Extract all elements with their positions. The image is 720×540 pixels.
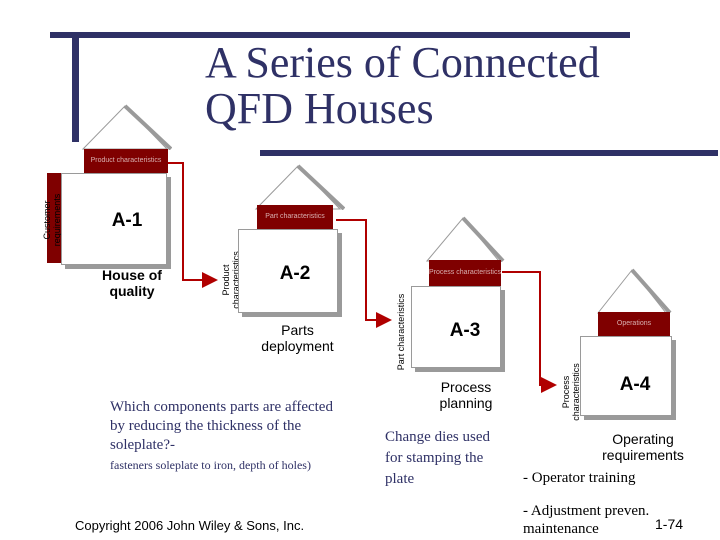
house-a3-caption: Process planning xyxy=(439,379,493,411)
house-a1-roof xyxy=(81,104,172,150)
slide-title-line2: QFD Houses xyxy=(205,84,434,133)
house-a4-body xyxy=(580,336,672,416)
house-a4-caption: Operating requirements xyxy=(602,431,684,463)
title-left-bar xyxy=(72,32,79,142)
house-a1-side-box xyxy=(47,173,61,263)
house-a4-roof xyxy=(596,268,672,314)
question-sub: fasteners soleplate to iron, depth of ho… xyxy=(110,458,311,472)
change-dies-note: Change dies used for stamping the plate xyxy=(385,429,490,487)
slide-title-line1: A Series of Connected xyxy=(205,38,600,87)
house-a1: Product characteristics Customer require… xyxy=(42,100,172,280)
question-main: Which components parts are affected by r… xyxy=(110,399,333,453)
house-a1-label: A-1 xyxy=(111,210,143,231)
arrow-a1-to-a2 xyxy=(168,162,218,288)
house-a1-top-box: Product characteristics xyxy=(84,149,168,173)
question-note: Which components parts are affected by r… xyxy=(110,398,340,473)
house-a2-roof xyxy=(254,164,345,210)
house-a4-top-box: Operations xyxy=(598,312,670,336)
operator-training-note: - Operator training xyxy=(523,470,636,486)
house-a3: Process characteristics Part characteris… xyxy=(395,210,520,380)
house-a3-roof xyxy=(425,216,505,262)
house-a1-caption: House of quality xyxy=(102,267,162,299)
house-a2-label: A-2 xyxy=(279,263,311,284)
page-number: 1-74 xyxy=(655,516,684,532)
house-a2-top-box: Part characteristics xyxy=(257,205,333,229)
title-top-bar xyxy=(50,32,630,38)
title-bottom-bar xyxy=(260,150,718,156)
house-a3-label: A-3 xyxy=(449,320,481,341)
arrow-a3-to-a4 xyxy=(502,271,557,393)
house-a2-caption: Parts deployment xyxy=(261,322,334,354)
house-a3-top-box: Process characteristics xyxy=(429,260,501,286)
slide-title: A Series of Connected QFD Houses xyxy=(205,40,705,132)
house-a2: Part characteristics Product characteris… xyxy=(220,160,345,330)
house-a1-side-label: Customer requirements xyxy=(42,193,62,247)
house-a3-body xyxy=(411,286,501,368)
copyright-text: Copyright 2006 John Wiley & Sons, Inc. xyxy=(75,518,305,533)
arrow-a2-to-a3 xyxy=(336,219,392,328)
house-a1-body xyxy=(61,173,167,265)
adjustment-note: - Adjustment preven. maintenance xyxy=(523,503,650,537)
house-a2-body xyxy=(238,229,338,313)
house-a4-label: A-4 xyxy=(619,374,651,395)
house-a4: Operations Process characteristics A-4 xyxy=(560,262,685,432)
